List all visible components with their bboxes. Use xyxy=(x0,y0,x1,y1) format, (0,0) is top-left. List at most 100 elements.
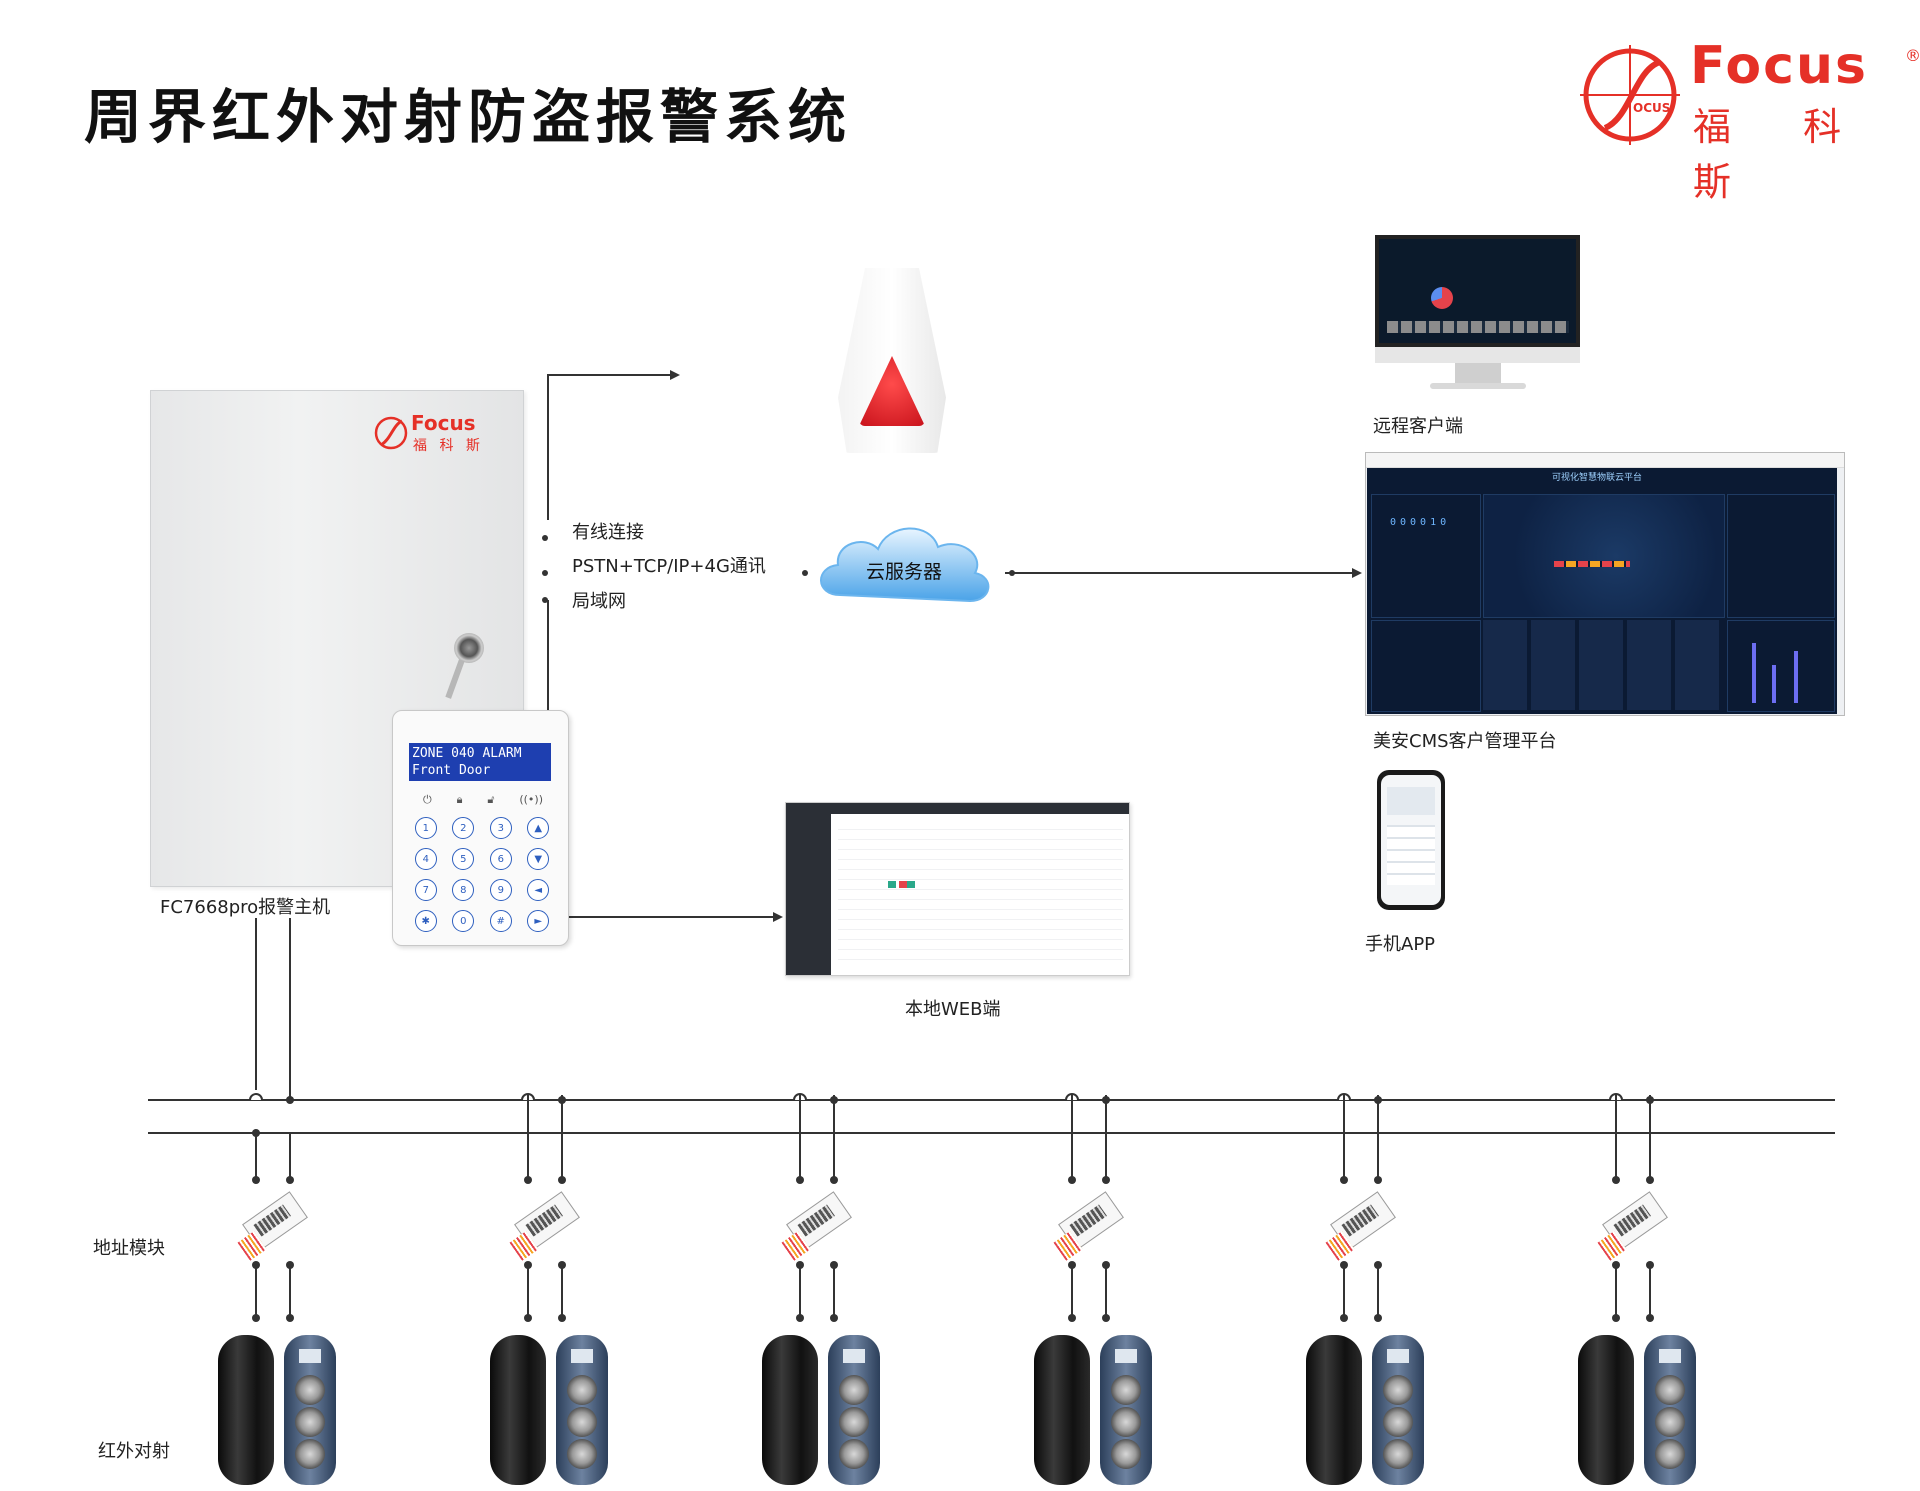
cms-left-panel: 000010 xyxy=(1371,494,1481,618)
keypad-key[interactable]: ► xyxy=(527,910,550,932)
junction-dot xyxy=(796,1176,804,1184)
module-label: 地址模块 xyxy=(93,1238,165,1259)
keypad-key[interactable]: ▲ xyxy=(527,817,550,839)
lan-label: 局域网 xyxy=(572,591,626,612)
receiver-display xyxy=(843,1349,865,1363)
junction-dot xyxy=(1102,1176,1110,1184)
keypad-key[interactable]: 0 xyxy=(452,910,475,932)
receiver-display xyxy=(1115,1349,1137,1363)
junction-dot xyxy=(1646,1176,1654,1184)
wireless-icon: ((•)) xyxy=(519,793,543,806)
lens-icon xyxy=(839,1375,869,1405)
junction-dot xyxy=(1646,1096,1654,1104)
monitor-chin xyxy=(1375,347,1580,363)
lens-icon xyxy=(295,1439,325,1469)
receiver-display xyxy=(1387,1349,1409,1363)
lens-icon xyxy=(1655,1439,1685,1469)
keypad-key[interactable]: ▼ xyxy=(527,848,550,870)
map-alert-bar xyxy=(1554,561,1630,567)
receiver-display xyxy=(1659,1349,1681,1363)
junction-dot xyxy=(524,1176,532,1184)
keypad-key[interactable]: # xyxy=(489,910,512,932)
junction-dot xyxy=(830,1261,838,1269)
junction-dot xyxy=(1102,1314,1110,1322)
wire-to-web xyxy=(547,600,773,918)
keypad-key[interactable]: ✱ xyxy=(414,910,437,932)
remote-client-label: 远程客户端 xyxy=(1373,416,1463,437)
cloud-icon xyxy=(820,527,990,603)
keypad-key[interactable]: ◄ xyxy=(527,879,550,901)
ir-beam-receiver xyxy=(828,1335,880,1485)
junction-dot xyxy=(524,1314,532,1322)
keypad-key[interactable]: 2 xyxy=(452,817,475,839)
cms-window: 可视化智慧物联云平台 000010 xyxy=(1365,452,1845,716)
junction-dot xyxy=(830,1096,838,1104)
lens-icon xyxy=(295,1375,325,1405)
keypad-key[interactable]: 7 xyxy=(414,879,437,901)
junction-dot xyxy=(1646,1314,1654,1322)
keypad-key[interactable]: 9 xyxy=(489,879,512,901)
keypad-key[interactable]: 3 xyxy=(489,817,512,839)
junction-dot xyxy=(558,1261,566,1269)
lens-icon xyxy=(1383,1375,1413,1405)
ir-beam-transmitter xyxy=(218,1335,274,1485)
lock-icon xyxy=(454,633,484,663)
keypad-lcd: ZONE 040 ALARM Front Door xyxy=(409,743,551,781)
ir-beam-receiver xyxy=(1372,1335,1424,1485)
junction-dot xyxy=(1612,1314,1620,1322)
monitor-stand xyxy=(1455,363,1501,385)
lens-icon xyxy=(567,1439,597,1469)
cloud-label: 云服务器 xyxy=(866,561,943,583)
lens-icon xyxy=(1383,1407,1413,1437)
keypad-key[interactable]: 5 xyxy=(452,848,475,870)
detector-label: 红外对射 xyxy=(98,1441,170,1462)
cms-label: 美安CMS客户管理平台 xyxy=(1373,731,1557,752)
pstn-label: PSTN+TCP/IP+4G通讯 xyxy=(572,556,766,577)
junction-dot xyxy=(286,1314,294,1322)
focus-seal-icon xyxy=(374,416,408,450)
junction-dot xyxy=(1612,1176,1620,1184)
keypad-key[interactable]: 4 xyxy=(414,848,437,870)
ir-beam-transmitter xyxy=(490,1335,546,1485)
junction-dot xyxy=(1068,1314,1076,1322)
junction-dot xyxy=(1340,1176,1348,1184)
bar-1 xyxy=(1752,643,1756,703)
cloud-server: 云服务器 xyxy=(810,515,1000,610)
cms-screen-title: 可视化智慧物联云平台 xyxy=(1552,473,1643,483)
receiver-display xyxy=(571,1349,593,1363)
wire-to-siren xyxy=(547,374,670,520)
junction-dot xyxy=(1340,1314,1348,1322)
panel-logo: Focus 福 科 斯 xyxy=(371,411,511,461)
lens-icon xyxy=(839,1439,869,1469)
junction-dot xyxy=(252,1314,260,1322)
siren xyxy=(838,268,946,453)
junction-dot xyxy=(286,1176,294,1184)
cms-dashboard: 可视化智慧物联云平台 000010 xyxy=(1367,468,1837,714)
web-window xyxy=(785,802,1130,976)
ir-beam-receiver xyxy=(1644,1335,1696,1485)
cms-map xyxy=(1483,494,1725,618)
junction-dot xyxy=(286,1261,294,1269)
junction-dot xyxy=(1374,1176,1382,1184)
keypad-key[interactable]: 8 xyxy=(452,879,475,901)
junction-dot xyxy=(796,1261,804,1269)
lock-open-icon: 🔓︎ xyxy=(487,793,495,806)
panel-logo-cn: 福 科 斯 xyxy=(413,438,484,454)
web-content xyxy=(838,821,1123,969)
cms-tiles xyxy=(1483,620,1723,710)
phone-list xyxy=(1387,825,1435,885)
registered-mark: ® xyxy=(1905,46,1920,65)
keypad-key[interactable]: 6 xyxy=(489,848,512,870)
screen-thumbnails xyxy=(1387,321,1569,333)
web-sidebar xyxy=(786,814,831,975)
ir-beam-receiver xyxy=(1100,1335,1152,1485)
ir-beam-transmitter xyxy=(1034,1335,1090,1485)
receiver-display xyxy=(299,1349,321,1363)
junction-dot xyxy=(1102,1096,1110,1104)
keypad-key[interactable]: 1 xyxy=(414,817,437,839)
junction-dot xyxy=(1068,1176,1076,1184)
cms-counter: 000010 xyxy=(1390,517,1451,528)
mobile-phone xyxy=(1377,770,1445,910)
junction-dot xyxy=(830,1314,838,1322)
